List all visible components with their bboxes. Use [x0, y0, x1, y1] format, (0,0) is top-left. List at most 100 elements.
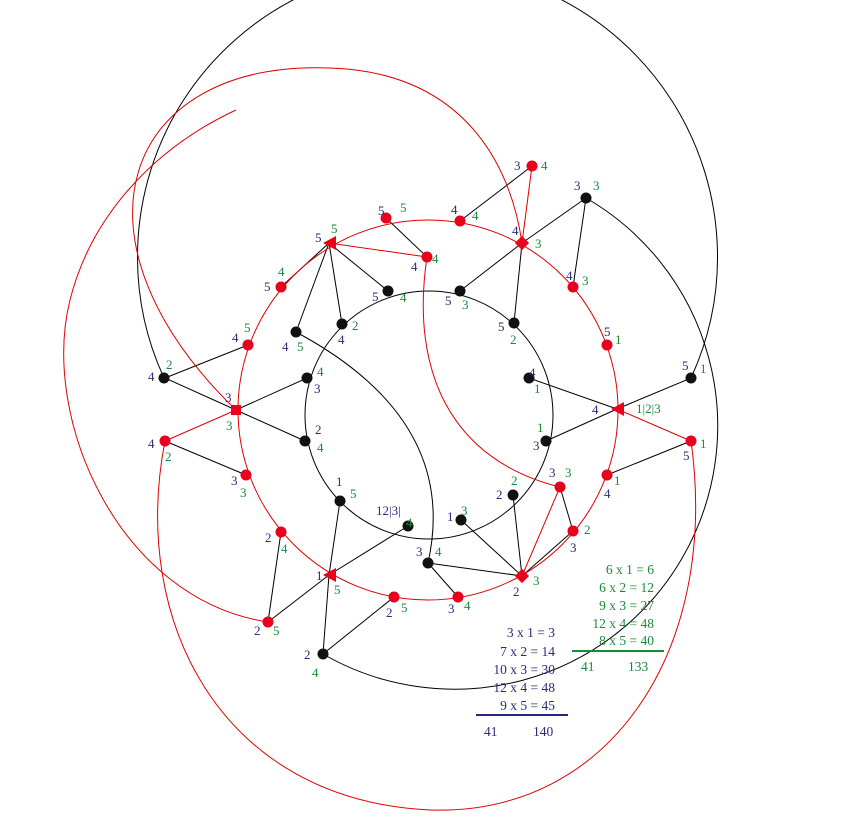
node-red — [452, 591, 464, 603]
straight-edges — [164, 165, 692, 655]
node-label: 3 — [416, 544, 423, 559]
node-red — [262, 616, 274, 628]
black-edges — [137, 0, 719, 690]
node-red — [567, 525, 579, 537]
red-middle-ring — [237, 219, 619, 601]
node-black — [685, 372, 697, 384]
node-label: 1 — [447, 509, 454, 524]
node-black — [299, 435, 311, 447]
sum-total-left: 41 — [581, 659, 595, 674]
node-label: 4 — [435, 544, 442, 559]
red-edges — [63, 67, 697, 811]
node-label: 1 — [700, 436, 707, 451]
node-red — [275, 281, 287, 293]
sum-row: 3 x 1 = 3 — [507, 625, 555, 640]
red-nodes — [159, 160, 697, 628]
node-label: 4 — [338, 332, 345, 347]
node-black — [508, 317, 520, 329]
node-black — [402, 520, 414, 532]
node-black — [580, 192, 592, 204]
node-label: 4 — [432, 251, 439, 266]
node-label: 5 — [682, 358, 689, 373]
node-label: 2 — [513, 584, 520, 599]
black-nodes — [158, 192, 697, 660]
node-label: 1 — [336, 474, 343, 489]
red-arc-bottom-left — [157, 440, 697, 811]
node-black — [158, 372, 170, 384]
node-black — [455, 514, 467, 526]
node-label: 2 — [304, 647, 311, 662]
node-black — [317, 648, 329, 660]
node-label: 5 — [297, 339, 304, 354]
node-label: 4 — [317, 364, 324, 379]
node-red-diamond — [514, 235, 530, 251]
node-label: 4 — [529, 365, 536, 380]
node-label: 5 — [244, 320, 251, 335]
node-label: 3 — [549, 465, 556, 480]
big-arc-right — [322, 197, 719, 690]
red-arc-top — [132, 67, 523, 411]
node-red-diamond — [514, 568, 530, 584]
red-straight-edges — [164, 165, 692, 577]
node-red — [567, 281, 579, 293]
node-label: 3 — [462, 297, 469, 312]
node-label: 4 — [464, 598, 471, 613]
node-black — [540, 435, 552, 447]
node-red — [601, 339, 613, 351]
node-red-square — [231, 405, 241, 415]
node-label: 2 — [165, 449, 172, 464]
node-black — [334, 495, 346, 507]
node-label: 4 — [512, 223, 519, 238]
node-red — [454, 215, 466, 227]
node-label: 5 — [264, 279, 271, 294]
node-red — [240, 469, 252, 481]
node-label: 5 — [334, 582, 341, 597]
sum-row: 9 x 3 = 27 — [599, 598, 654, 613]
big-arc-upper — [137, 0, 718, 379]
node-red — [526, 160, 538, 172]
node-label: 3 — [461, 503, 468, 518]
node-label: 1 — [700, 361, 707, 376]
node-black — [507, 489, 519, 501]
node-black — [422, 557, 434, 569]
node-label: 4 — [451, 202, 458, 217]
node-label: 2 — [166, 357, 173, 372]
node-label: 4 — [232, 330, 239, 345]
node-red-triangle — [611, 402, 624, 416]
node-label: 3 — [574, 178, 581, 193]
node-label: 3 — [570, 540, 577, 555]
node-label: 3 — [565, 465, 572, 480]
node-label: 1 — [614, 473, 621, 488]
node-label: 2 — [315, 422, 322, 437]
node-label: 3 — [448, 601, 455, 616]
sum-table-green: 6 x 1 = 6 6 x 2 = 12 9 x 3 = 27 12 x 4 =… — [572, 562, 664, 674]
node-label: 5 — [400, 200, 407, 215]
node-label: 2 — [352, 318, 359, 333]
node-label: 2 — [584, 522, 591, 537]
sum-total-right: 140 — [533, 724, 554, 739]
node-label: 1 — [537, 420, 544, 435]
sum-total-left: 41 — [484, 724, 498, 739]
node-red-triangle — [323, 568, 336, 582]
node-black — [523, 372, 535, 384]
node-label: 5 — [372, 289, 379, 304]
node-labels: 3 4 3 3 4 4 5 5 4 3 5 5 4 4 4 2 5 4 5 4 … — [148, 158, 707, 680]
node-label: 3 — [314, 381, 321, 396]
node-label: 5 — [273, 623, 280, 638]
node-label: 2 — [265, 530, 272, 545]
sum-row: 12 x 4 = 48 — [592, 616, 654, 631]
node-label: 2 — [254, 623, 261, 638]
node-red — [421, 251, 433, 263]
node-red — [685, 435, 697, 447]
inner-ring — [304, 290, 554, 540]
node-red — [388, 591, 400, 603]
node-black — [336, 318, 348, 330]
node-label: 4 — [472, 208, 479, 223]
node-red — [275, 526, 287, 538]
node-label: 3 — [582, 273, 589, 288]
red-arc-inner — [422, 256, 561, 488]
node-label: 4 — [406, 515, 413, 530]
node-red-triangle — [323, 236, 336, 250]
node-black — [301, 372, 313, 384]
